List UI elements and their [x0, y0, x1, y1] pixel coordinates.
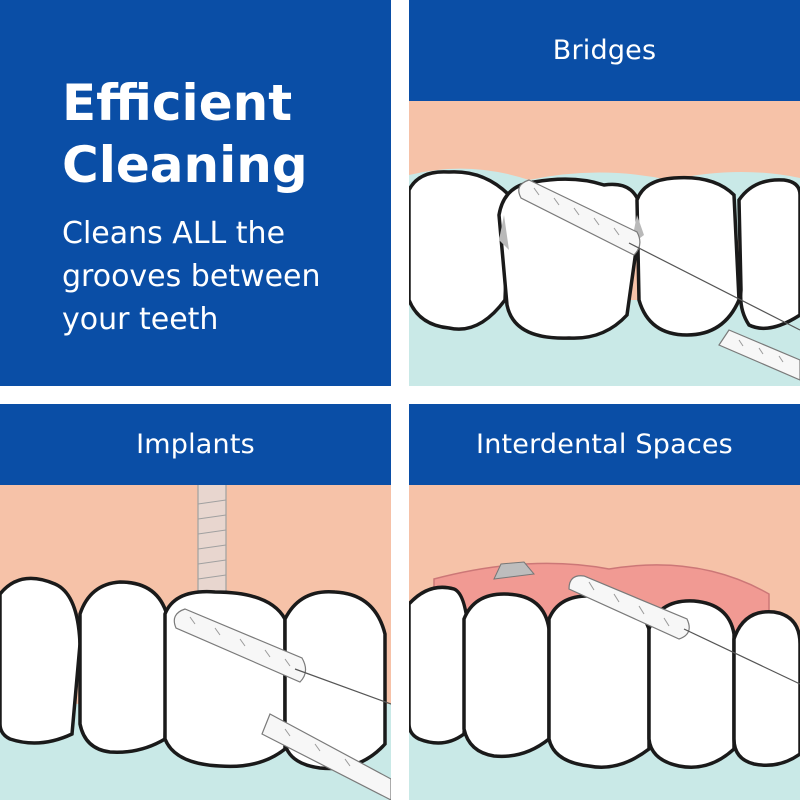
interdental-brush-icon [568, 575, 800, 685]
tooth [732, 610, 800, 767]
headline-line-1: Efficient [62, 74, 293, 132]
metal-crown [493, 561, 535, 580]
implants-illustration [0, 483, 391, 800]
tooth [635, 175, 741, 337]
interdental-brush-icon [718, 329, 800, 381]
interdental-brush-icon [261, 713, 391, 800]
tooth [409, 170, 511, 331]
implants-header: Implants [0, 404, 391, 485]
interdental-brush-icon [173, 608, 391, 705]
tooth [409, 585, 471, 745]
tooth [547, 594, 651, 769]
intro-panel: Efficient Cleaning Cleans ALL the groove… [0, 0, 391, 386]
bridges-illustration [409, 168, 800, 386]
implants-label: Implants [136, 429, 255, 460]
shadow [499, 215, 509, 250]
subheadline-line-3: your teeth [62, 302, 219, 337]
interdental-spaces-illustration [409, 561, 800, 800]
implants-panel: Implants [0, 404, 391, 800]
tooth [737, 178, 800, 331]
tooth [0, 576, 82, 745]
interdental-spaces-panel: Interdental Spaces [409, 404, 800, 800]
interdental-spaces-header: Interdental Spaces [409, 404, 800, 485]
subheadline-line-2: grooves between [62, 259, 321, 294]
bridges-header: Bridges [409, 0, 800, 101]
subheadline: Cleans ALL the grooves between your teet… [62, 212, 362, 341]
bridges-panel: Bridges [409, 0, 800, 386]
interdental-spaces-label: Interdental Spaces [476, 429, 733, 460]
interdental-brush-icon [518, 179, 800, 331]
subheadline-line-1: Cleans ALL the [62, 216, 286, 251]
bridges-label: Bridges [552, 35, 657, 66]
tooth [283, 589, 387, 771]
tooth [462, 592, 551, 759]
tooth [78, 580, 170, 754]
headline: Efficient Cleaning [62, 72, 308, 196]
headline-line-2: Cleaning [62, 136, 308, 194]
